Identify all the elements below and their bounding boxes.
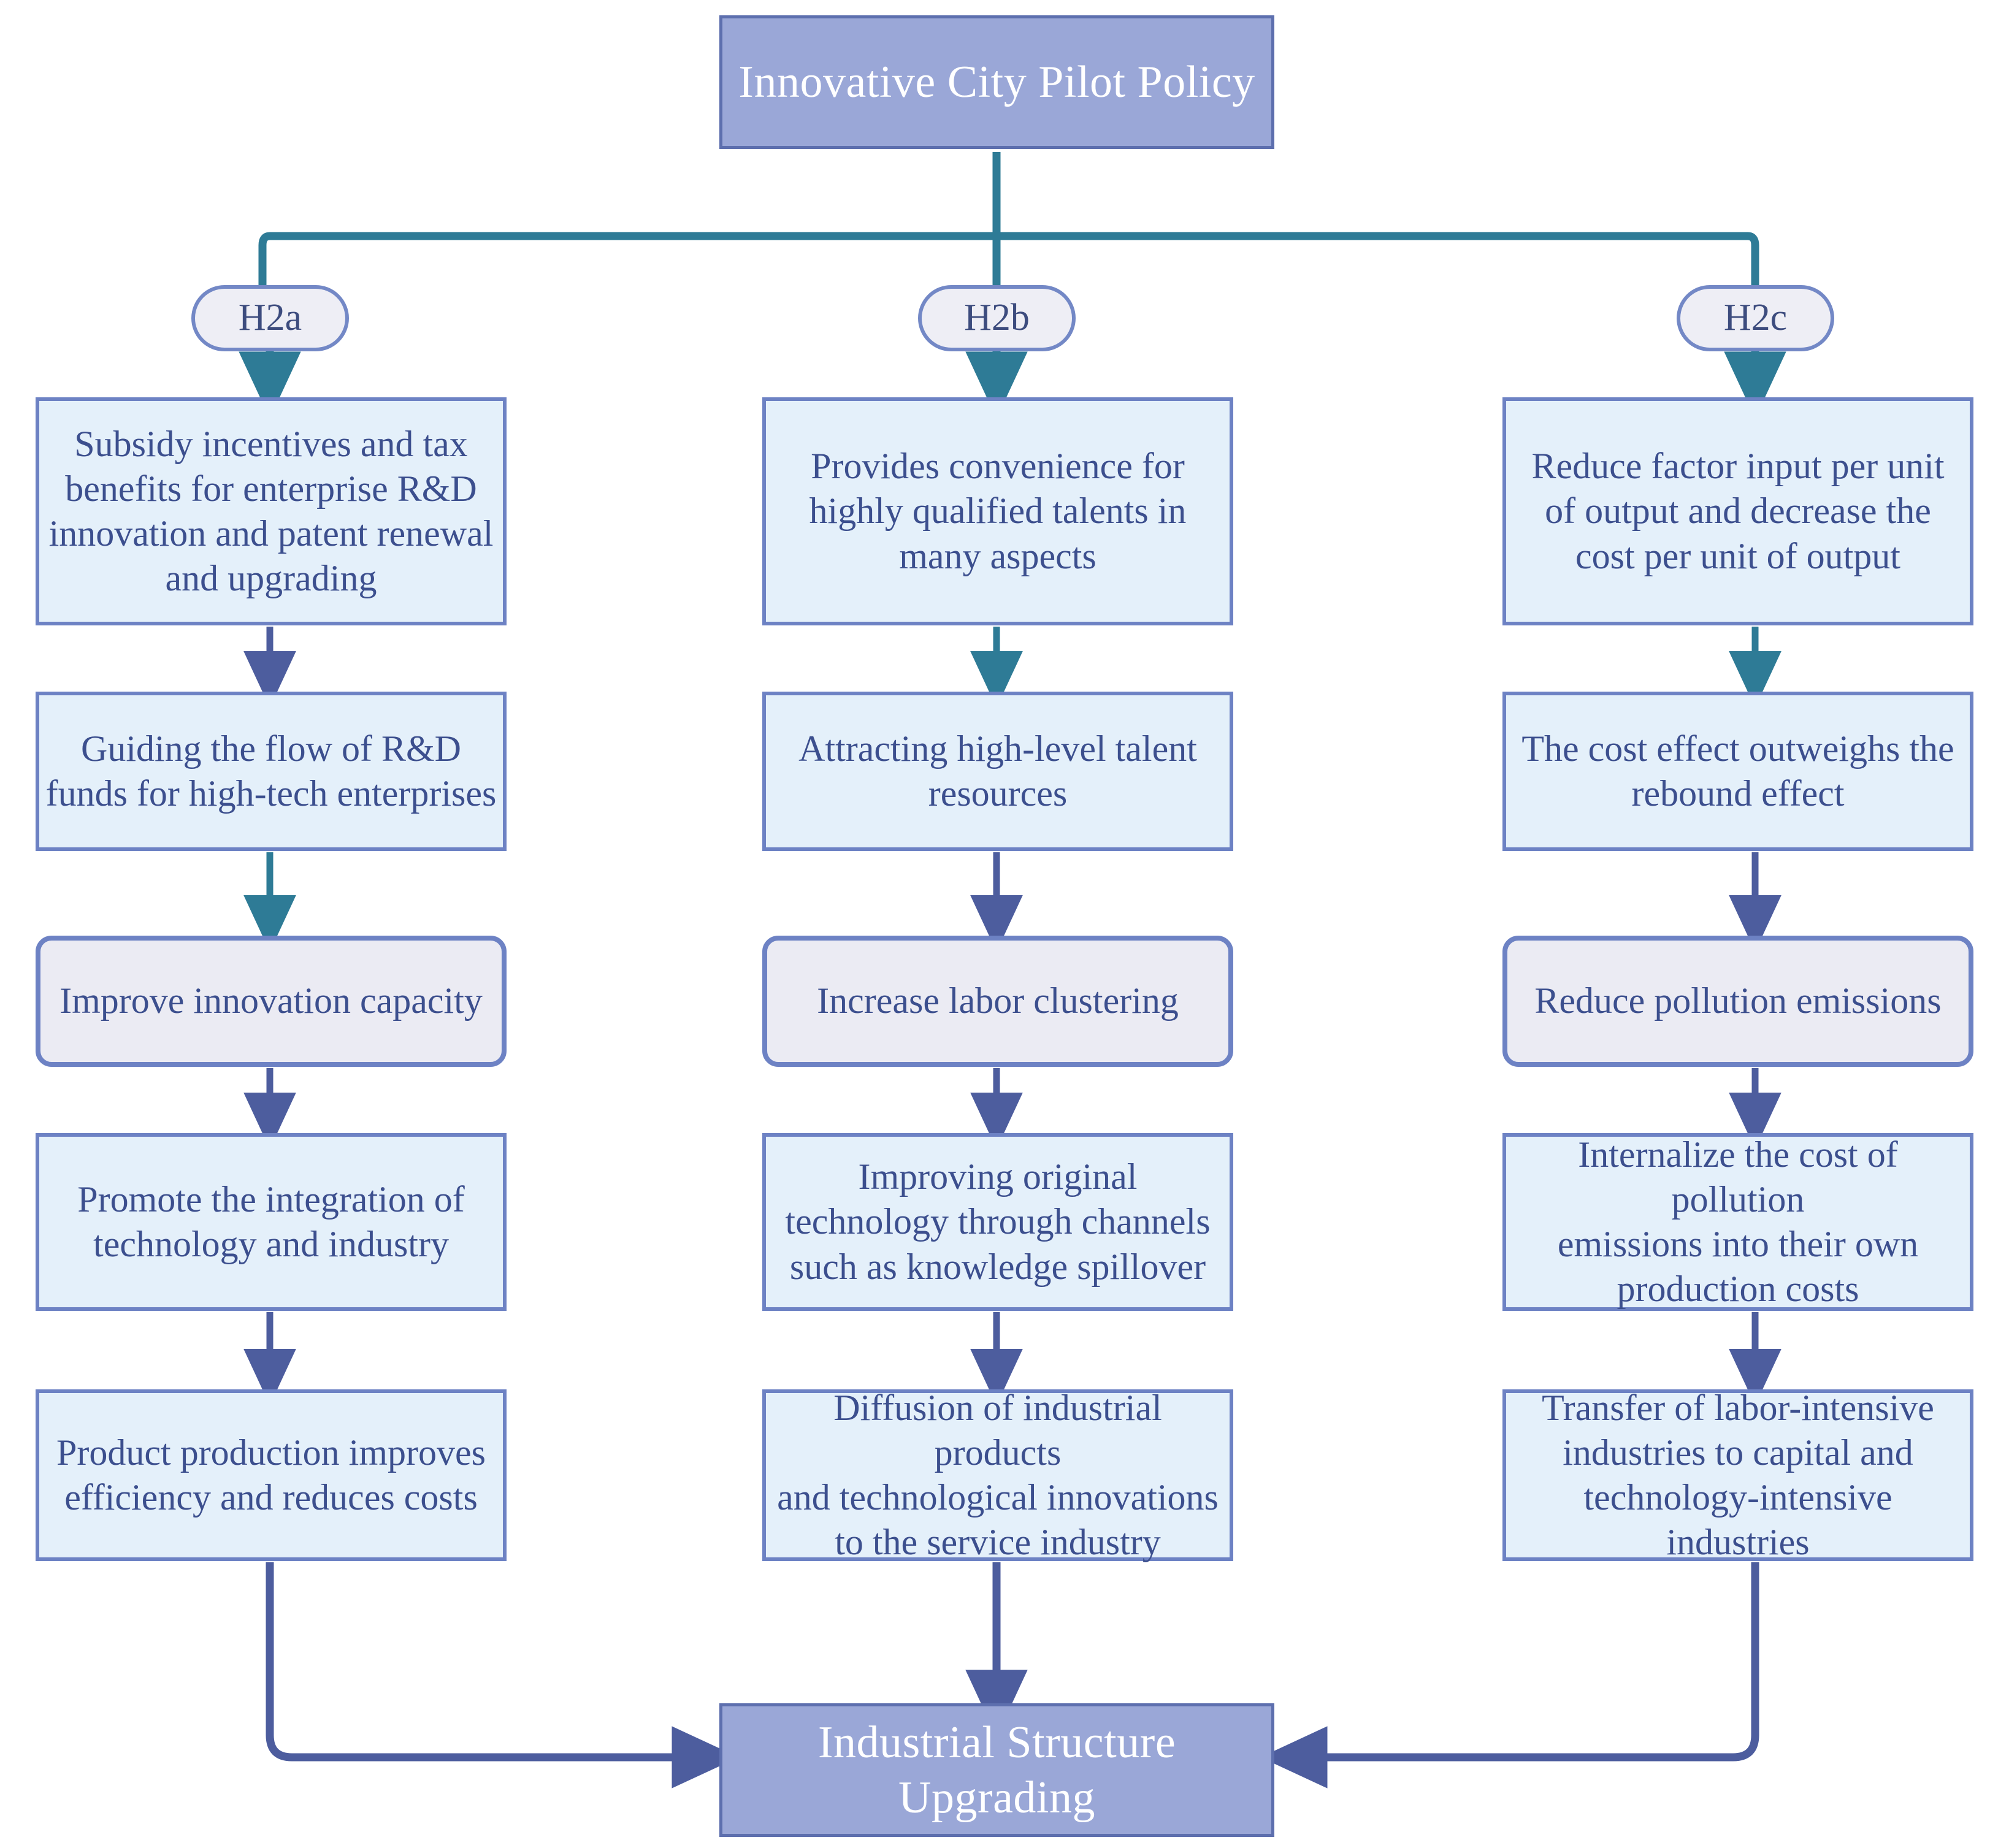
node-terminal-upgrading[interactable]: Industrial Structure Upgrading: [719, 1703, 1274, 1837]
edge-col3-to-terminal: [1260, 1562, 1759, 1789]
node-h2c-step-1[interactable]: Reduce factor input per unit of output a…: [1502, 397, 1973, 625]
node-h2c-step-4-label: Internalize the cost of pollution emissi…: [1557, 1134, 1919, 1310]
node-h2c-step-1-label: Reduce factor input per unit of output a…: [1531, 446, 1945, 576]
node-hypothesis-h2a[interactable]: H2a: [191, 285, 349, 351]
edge-root-to-hypotheses: [258, 152, 1759, 288]
node-h2c-outcome-label: Reduce pollution emissions: [1534, 980, 1942, 1021]
node-h2a-step-1[interactable]: Subsidy incentives and tax benefits for …: [36, 397, 507, 625]
node-h2b-step-2[interactable]: Attracting high-level talent resources: [762, 692, 1233, 851]
node-hypothesis-h2b-label: H2b: [964, 297, 1030, 339]
node-terminal-label: Industrial Structure Upgrading: [817, 1717, 1176, 1823]
node-h2a-step-4-label: Promote the integration of technology an…: [77, 1178, 465, 1264]
node-h2a-step-2[interactable]: Guiding the flow of R&D funds for high-t…: [36, 692, 507, 851]
node-hypothesis-h2c-label: H2c: [1723, 297, 1788, 339]
node-h2c-step-5-label: Transfer of labor-intensive industries t…: [1542, 1387, 1934, 1563]
node-h2c-step-2-label: The cost effect outweighs the rebound ef…: [1521, 728, 1954, 814]
node-hypothesis-h2a-label: H2a: [238, 297, 302, 339]
node-h2a-step-4[interactable]: Promote the integration of technology an…: [36, 1133, 507, 1311]
node-h2c-outcome[interactable]: Reduce pollution emissions: [1502, 936, 1973, 1067]
node-h2b-step-5[interactable]: Diffusion of industrial products and tec…: [762, 1388, 1233, 1562]
node-root-label: Innovative City Pilot Policy: [738, 56, 1255, 107]
node-h2a-outcome-label: Improve innovation capacity: [59, 980, 483, 1021]
node-h2b-step-5-label: Diffusion of industrial products and tec…: [777, 1387, 1219, 1563]
node-h2c-step-5[interactable]: Transfer of labor-intensive industries t…: [1502, 1388, 1973, 1562]
node-h2b-step-4[interactable]: Improving original technology through ch…: [762, 1133, 1233, 1311]
node-h2a-outcome[interactable]: Improve innovation capacity: [36, 936, 507, 1067]
node-h2c-step-4[interactable]: Internalize the cost of pollution emissi…: [1502, 1133, 1973, 1311]
node-hypothesis-h2b[interactable]: H2b: [918, 285, 1076, 351]
node-root-policy[interactable]: Innovative City Pilot Policy: [719, 15, 1274, 149]
node-h2a-step-1-label: Subsidy incentives and tax benefits for …: [48, 423, 494, 599]
node-h2b-outcome[interactable]: Increase labor clustering: [762, 936, 1233, 1067]
node-hypothesis-h2c[interactable]: H2c: [1677, 285, 1834, 351]
node-h2c-step-2[interactable]: The cost effect outweighs the rebound ef…: [1502, 692, 1973, 851]
node-h2b-step-1[interactable]: Provides convenience for highly qualifie…: [762, 397, 1233, 625]
node-h2b-outcome-label: Increase labor clustering: [817, 980, 1179, 1021]
node-h2b-step-4-label: Improving original technology through ch…: [785, 1156, 1211, 1287]
node-h2b-step-1-label: Provides convenience for highly qualifie…: [809, 446, 1187, 576]
edge-col1-to-terminal: [266, 1562, 739, 1789]
node-h2a-step-5-label: Product production improves efficiency a…: [56, 1432, 486, 1518]
node-h2b-step-2-label: Attracting high-level talent resources: [798, 728, 1197, 814]
node-h2a-step-5[interactable]: Product production improves efficiency a…: [36, 1389, 507, 1561]
node-h2a-step-2-label: Guiding the flow of R&D funds for high-t…: [45, 728, 497, 814]
